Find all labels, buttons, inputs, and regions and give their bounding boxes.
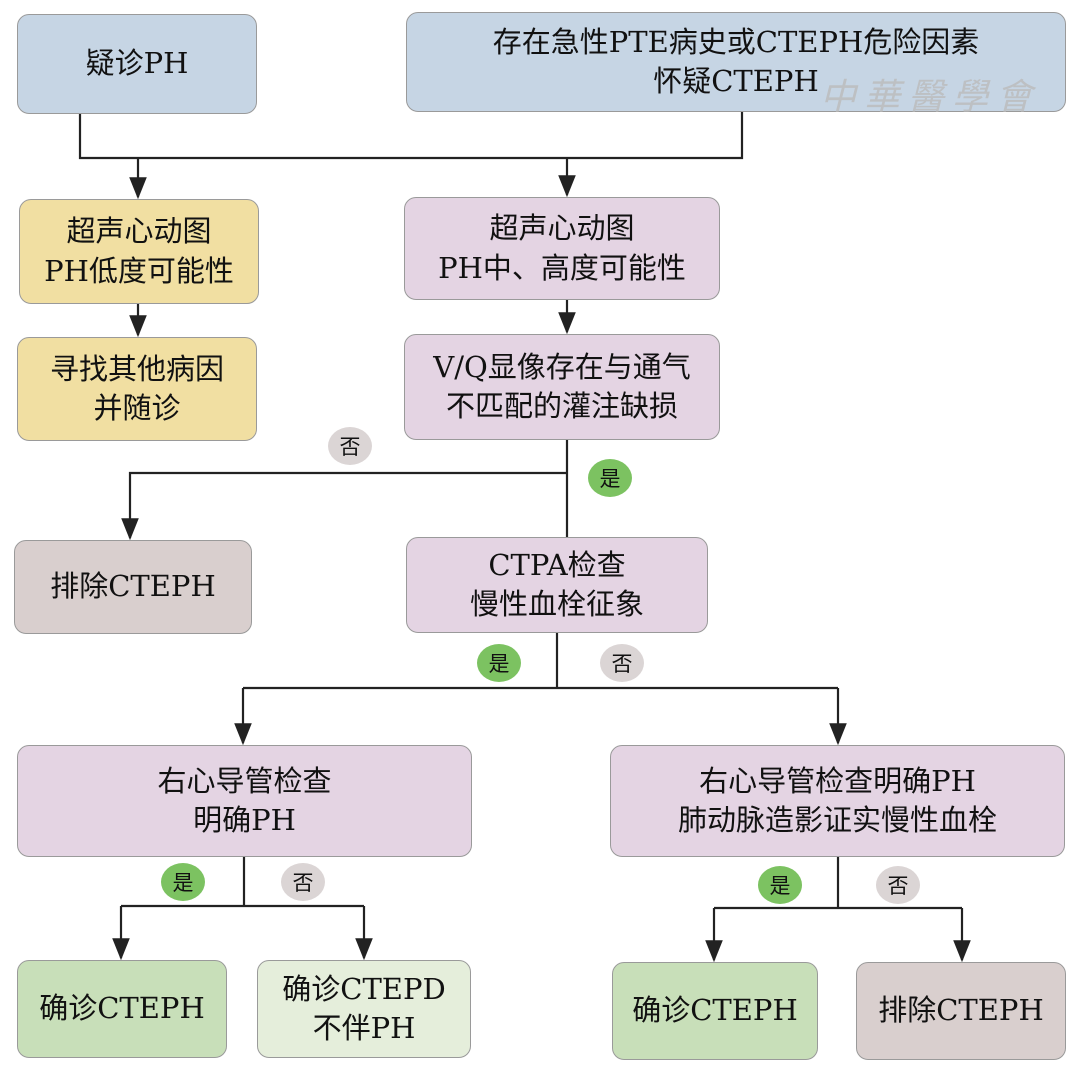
node-confirm-cteph-2: 确诊CTEPH [612,962,818,1060]
node-cteph-risk: 存在急性PTE病史或CTEPH危险因素 怀疑CTEPH [406,12,1066,112]
watermark-logo: 中華醫學會 [820,77,1041,118]
node-echo-mid-high: 超声心动图 PH中、高度可能性 [404,197,720,300]
badge-no: 否 [876,866,920,904]
node-rhc-ph: 右心导管检查 明确PH [17,745,472,857]
badge-no: 否 [600,644,644,682]
node-exclude-cteph: 排除CTEPH [14,540,252,634]
badge-no: 否 [328,427,372,465]
arrow [121,471,567,541]
node-rhc-angio: 右心导管检查明确PH 肺动脉造影证实慢性血栓 [610,745,1065,857]
node-ctpa: CTPA检查 慢性血栓征象 [406,537,708,633]
node-echo-low: 超声心动图 PH低度可能性 [19,199,259,304]
badge-yes: 是 [161,863,205,901]
node-other-causes: 寻找其他病因 并随诊 [17,337,257,441]
badge-yes: 是 [758,866,802,904]
node-exclude-cteph-2: 排除CTEPH [856,962,1066,1060]
badge-no: 否 [281,863,325,901]
badge-yes: 是 [588,459,632,497]
node-suspect-ph: 疑诊PH [17,14,257,114]
node-vq-scan: V/Q显像存在与通气 不匹配的灌注缺损 [404,334,720,440]
node-ctepd: 确诊CTEPD 不伴PH [257,960,471,1058]
node-confirm-cteph: 确诊CTEPH [17,960,227,1058]
connector [78,112,744,160]
badge-yes: 是 [477,644,521,682]
